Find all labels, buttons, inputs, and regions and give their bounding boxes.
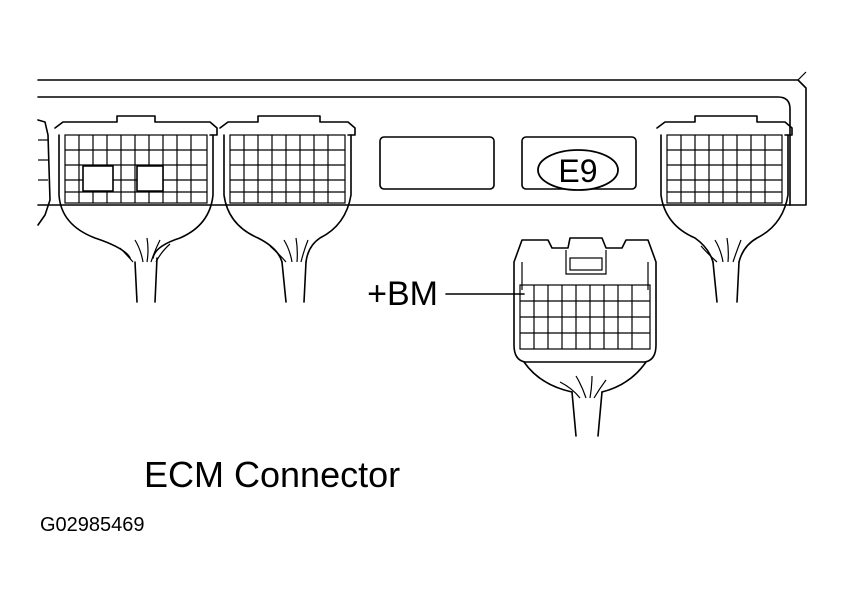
connector-e9-detached (513, 237, 657, 437)
connector-2 (219, 115, 356, 303)
ecm-housing (37, 71, 807, 206)
e9-badge-oval (537, 149, 619, 191)
connector-right (656, 115, 793, 303)
housing-window-blank (379, 136, 495, 190)
connector-left-partial (37, 119, 51, 226)
figure-code: G02985469 (40, 514, 145, 536)
diagram-caption: ECM Connector (144, 454, 400, 495)
e9-badge-label: E9 (558, 153, 597, 189)
pin-label: +BM (367, 275, 438, 313)
connector-1 (54, 115, 218, 303)
